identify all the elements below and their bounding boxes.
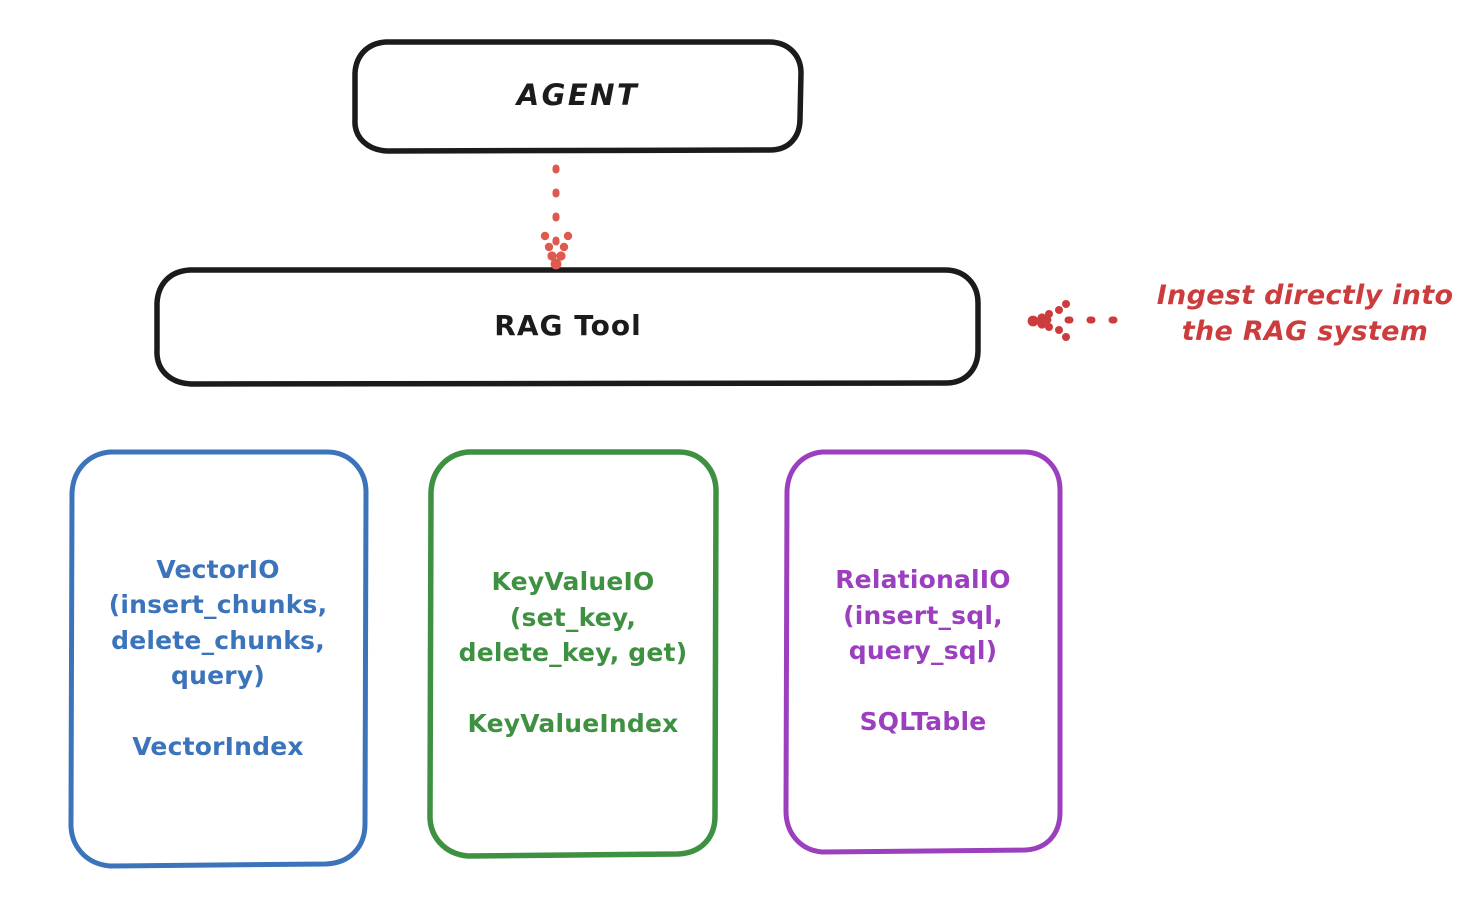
keyvalueio-node[interactable]: KeyValueIO (set_key, delete_key, get) Ke… bbox=[430, 450, 716, 856]
relationalio-node-label: RelationalIO (insert_sql, query_sql) SQL… bbox=[835, 565, 1011, 737]
vectorio-node[interactable]: VectorIO (insert_chunks, delete_chunks, … bbox=[70, 450, 366, 866]
agent-node[interactable]: AGENT bbox=[354, 40, 802, 152]
keyvalueio-node-label: KeyValueIO (set_key, delete_key, get) Ke… bbox=[458, 567, 688, 739]
vectorio-box-outline bbox=[68, 449, 369, 869]
ingest-to-rag-connector bbox=[1027, 300, 1130, 341]
vectorio-node-label: VectorIO (insert_chunks, delete_chunks, … bbox=[108, 554, 328, 762]
agent-node-label: AGENT bbox=[516, 78, 640, 113]
relationalio-node[interactable]: RelationalIO (insert_sql, query_sql) SQL… bbox=[786, 450, 1060, 852]
rag-tool-node-label: RAG Tool bbox=[494, 308, 642, 342]
ingest-annotation-text: Ingest directly into the RAG system bbox=[1156, 280, 1454, 347]
agent-box-outline bbox=[352, 39, 804, 154]
rag-tool-node[interactable]: RAG Tool bbox=[156, 268, 980, 384]
agent-to-rag-connector bbox=[540, 164, 573, 270]
relationalio-box-outline bbox=[783, 449, 1063, 855]
keyvalueio-box-outline bbox=[427, 449, 719, 859]
rag-tool-box-outline bbox=[154, 267, 981, 387]
